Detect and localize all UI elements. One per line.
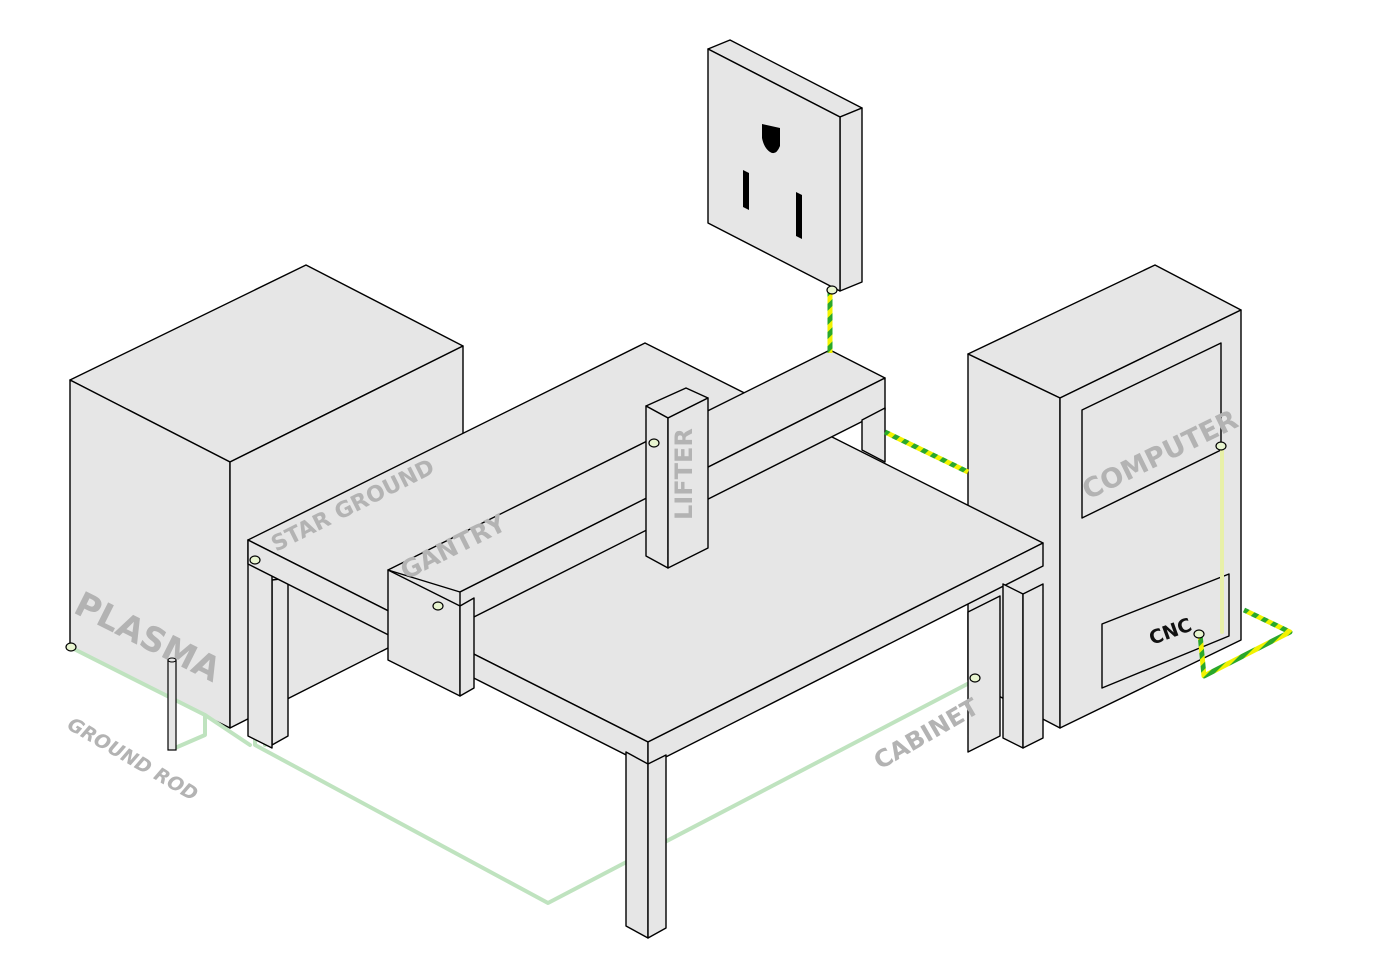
table-leg-front-left	[625, 751, 649, 939]
wall-outlet	[707, 39, 863, 292]
table-leg-back-left	[271, 577, 289, 746]
outlet-slot-right-icon	[796, 192, 802, 239]
lug-cnc	[1193, 629, 1205, 639]
lug-cabinet	[969, 673, 981, 683]
torch-lifter: LIFTER	[645, 387, 709, 569]
lug-lifter	[648, 438, 660, 448]
lug-outlet	[826, 285, 838, 295]
cnc-panel	[1101, 573, 1230, 689]
lifter-label: LIFTER	[670, 428, 698, 520]
outlet-ground-slot-icon	[762, 124, 780, 154]
table-leg-front-right	[1002, 583, 1024, 749]
lug-plasma	[65, 642, 77, 652]
terminal-lugs	[65, 285, 1227, 683]
lug-star-ground	[249, 555, 261, 565]
earth-wires	[827, 290, 1293, 679]
lug-computer	[1215, 441, 1227, 451]
outlet-slot-left-icon	[743, 170, 749, 210]
lug-gantry	[432, 601, 444, 611]
ground-rod-label: GROUND ROD	[64, 713, 202, 805]
